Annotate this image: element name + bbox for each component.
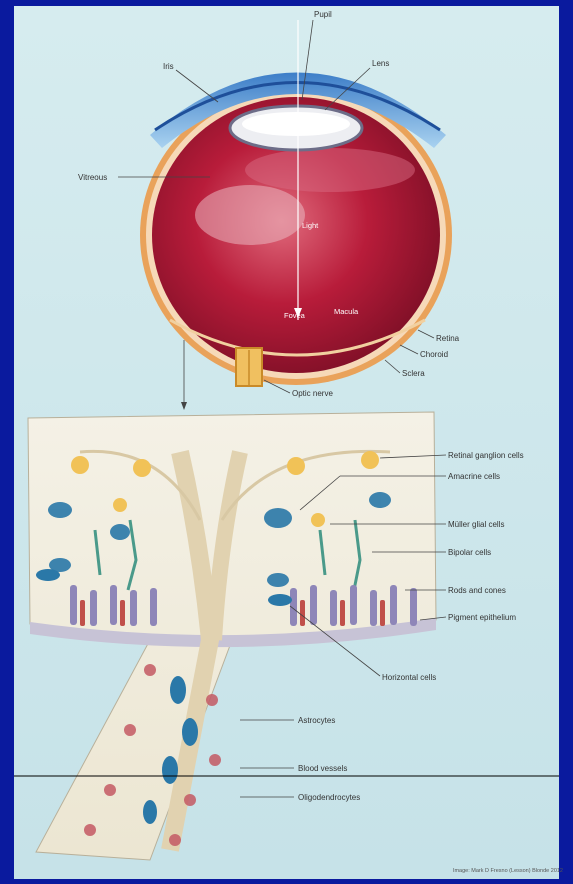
label-retina: Retina xyxy=(436,334,460,343)
label-lens: Lens xyxy=(372,59,389,68)
label-choroid: Choroid xyxy=(420,350,448,359)
label-muller-glial-cells: Müller glial cells xyxy=(448,520,504,529)
label-amacrine-cells: Amacrine cells xyxy=(448,472,500,481)
label-pupil: Pupil xyxy=(314,10,332,19)
label-iris: Iris xyxy=(163,62,174,71)
label-rods-and-cones: Rods and cones xyxy=(448,586,506,595)
label-light: Light xyxy=(302,221,319,230)
label-fovea: Fovea xyxy=(284,311,306,320)
label-astrocytes: Astrocytes xyxy=(298,716,335,725)
label-sclera: Sclera xyxy=(402,369,425,378)
label-oligodendrocytes: Oligodendrocytes xyxy=(298,793,360,802)
label-blood-vessels: Blood vessels xyxy=(298,764,347,773)
label-horizontal-cells: Horizontal cells xyxy=(382,673,436,682)
image-credit: Image: Mark D Fresno (Lesson) Blonde 201… xyxy=(453,868,563,874)
label-bipolar-cells: Bipolar cells xyxy=(448,548,491,557)
label-optic-nerve: Optic nerve xyxy=(292,389,333,398)
label-retinal-ganglion-cells: Retinal ganglion cells xyxy=(448,451,524,460)
label-vitreous: Vitreous xyxy=(78,173,107,182)
label-macula: Macula xyxy=(334,307,359,316)
label-pigment-epithelium: Pigment epithelium xyxy=(448,613,516,622)
